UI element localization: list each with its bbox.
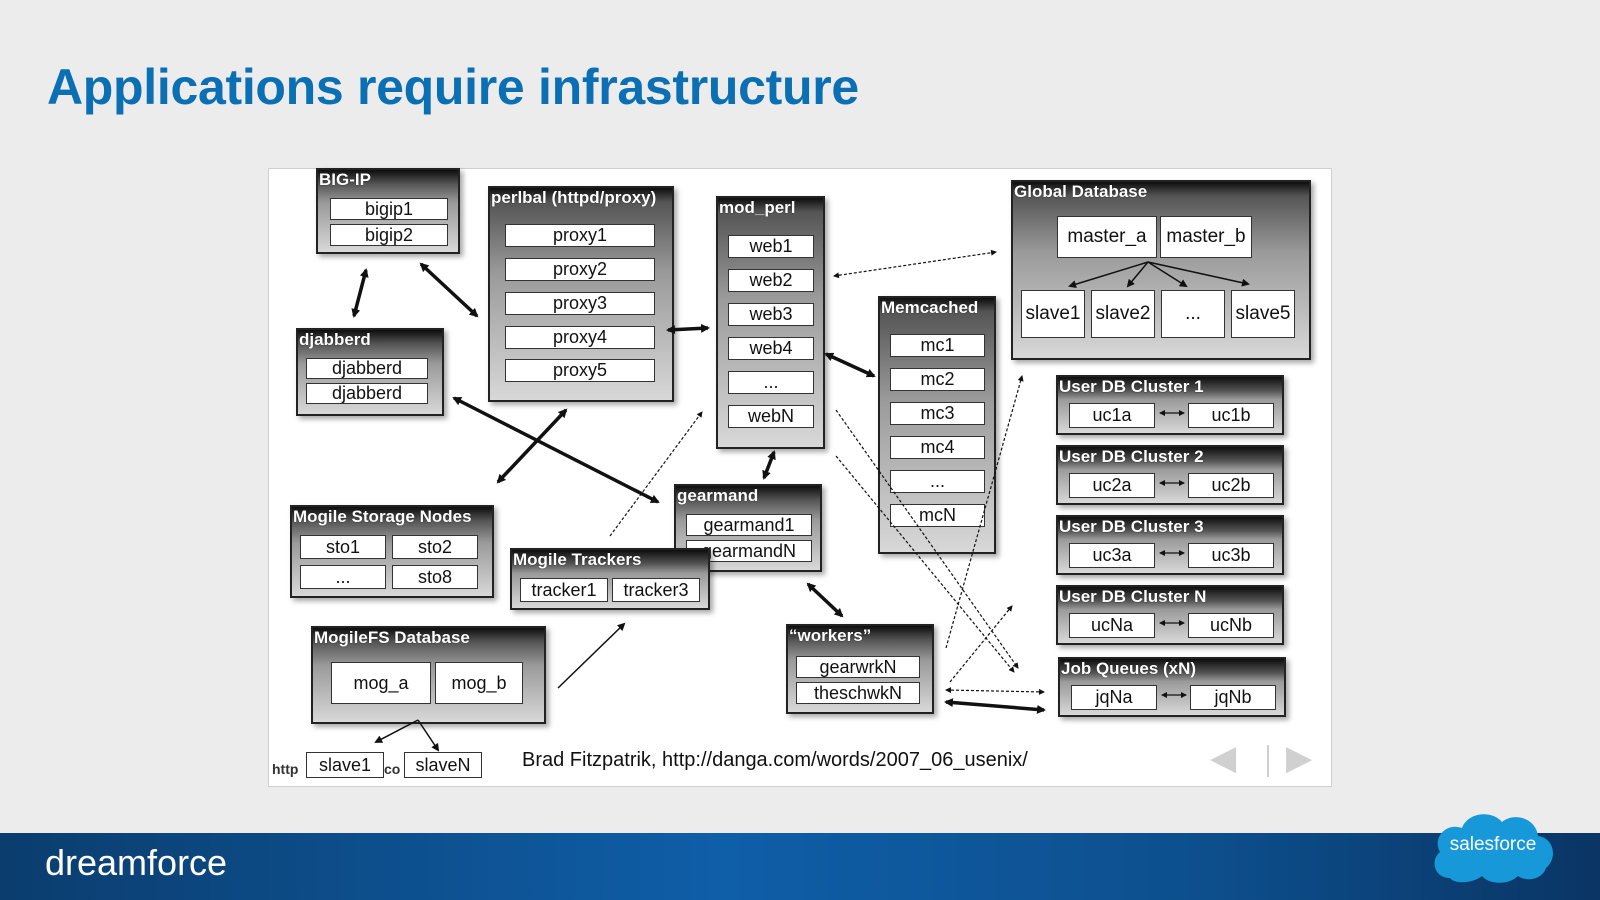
node-box: uc3a (1069, 543, 1155, 568)
node-box: web3 (728, 303, 814, 326)
node-box: gearmand1 (686, 514, 812, 536)
dreamforce-logo: dreamforce (45, 842, 228, 883)
node-box: webN (728, 405, 814, 428)
mogile-storage-group: Mogile Storage Nodes sto1 sto2 ... sto8 (290, 505, 494, 598)
group-title: Mogile Storage Nodes (293, 507, 472, 526)
node-box: proxy5 (505, 359, 655, 382)
node-box: sto1 (300, 535, 386, 559)
node-box: proxy1 (505, 224, 655, 247)
master-box: master_b (1160, 216, 1252, 258)
job-queues-group: Job Queues (xN) jqNa jqNb (1058, 657, 1286, 717)
slide-title: Applications require infrastructure (47, 59, 859, 115)
nav-divider (1267, 745, 1269, 777)
mogilefs-slave-box: slave1 (306, 752, 384, 778)
node-box: ... (890, 470, 985, 493)
node-box: web2 (728, 269, 814, 292)
workers-group: “workers” gearwrkN theschwkN (786, 624, 934, 714)
node-box: proxy2 (505, 258, 655, 281)
group-title: perlbal (httpd/proxy) (491, 188, 657, 207)
group-title: User DB Cluster N (1059, 587, 1207, 606)
node-box: ... (300, 565, 386, 589)
salesforce-cloud-icon (1434, 814, 1553, 883)
group-title: BIG-IP (319, 170, 371, 189)
node-box: gearmandN (686, 540, 812, 562)
node-box: uc1a (1069, 403, 1155, 428)
node-box: gearwrkN (796, 656, 920, 678)
node-box: mog_b (435, 662, 523, 704)
slave-box: slave2 (1091, 290, 1155, 338)
node-box: tracker3 (612, 578, 700, 602)
node-box: jqNa (1071, 685, 1157, 710)
node-box: sto2 (392, 535, 478, 559)
salesforce-logo-text: salesforce (1449, 834, 1537, 855)
modperl-group: mod_perl web1 web2 web3 web4 ... webN (716, 196, 825, 449)
node-box: mc3 (890, 402, 985, 425)
slave-box: slave1 (1021, 290, 1085, 338)
group-title: Memcached (881, 298, 979, 317)
node-box: ... (728, 371, 814, 394)
user-db-cluster-2: User DB Cluster 2 uc2a uc2b (1056, 445, 1284, 505)
perlbal-group: perlbal (httpd/proxy) proxy1 proxy2 prox… (488, 186, 674, 402)
node-box: uc3b (1188, 543, 1274, 568)
group-title: mod_perl (719, 198, 796, 217)
node-box: djabberd (306, 358, 428, 379)
group-title: Global Database (1014, 182, 1148, 201)
citation: Brad Fitzpatrik, http://danga.com/words/… (522, 749, 1028, 771)
user-db-cluster-1: User DB Cluster 1 uc1a uc1b (1056, 375, 1284, 435)
slave-box: slave5 (1231, 290, 1295, 338)
global-database-group: Global Database master_a master_b slave1… (1011, 180, 1311, 360)
group-title: Job Queues (xN) (1061, 659, 1197, 678)
node-box: mc4 (890, 436, 985, 459)
group-title: User DB Cluster 3 (1059, 517, 1204, 536)
node-box: ucNa (1069, 613, 1155, 638)
arrow-right-icon[interactable]: ▶ (1286, 739, 1313, 777)
master-box: master_a (1057, 216, 1157, 258)
node-box: theschwkN (796, 682, 920, 704)
group-title: User DB Cluster 2 (1059, 447, 1204, 466)
group-title: User DB Cluster 1 (1059, 377, 1204, 396)
node-box: bigip1 (330, 198, 448, 220)
url-fragment: co (384, 761, 401, 777)
arrow-left-icon[interactable]: ◀ (1210, 739, 1237, 777)
node-box: ucNb (1188, 613, 1274, 638)
node-box: mc1 (890, 334, 985, 357)
node-box: tracker1 (520, 578, 608, 602)
mogilefs-slave-box: slaveN (404, 752, 482, 778)
slave-box: ... (1161, 290, 1225, 338)
node-box: uc2b (1188, 473, 1274, 498)
node-box: bigip2 (330, 224, 448, 246)
node-box: mog_a (331, 662, 431, 704)
node-box: mc2 (890, 368, 985, 391)
group-title: “workers” (789, 626, 872, 645)
group-title: MogileFS Database (314, 628, 470, 647)
mogilefs-database-group: MogileFS Database mog_a mog_b (311, 626, 546, 724)
node-box: sto8 (392, 565, 478, 589)
node-box: djabberd (306, 383, 428, 404)
node-box: uc2a (1069, 473, 1155, 498)
node-box: mcN (890, 504, 985, 527)
bigip-group: BIG-IP bigip1 bigip2 (316, 168, 460, 254)
group-title: djabberd (299, 330, 371, 349)
group-title: gearmand (677, 486, 759, 505)
mogile-trackers-group: Mogile Trackers tracker1 tracker3 (510, 548, 710, 610)
url-fragment: http (272, 761, 299, 777)
footer-bar (0, 833, 1600, 900)
node-box: web4 (728, 337, 814, 360)
user-db-cluster-n: User DB Cluster N ucNa ucNb (1056, 585, 1284, 645)
node-box: proxy4 (505, 326, 655, 349)
node-box: web1 (728, 235, 814, 258)
node-box: uc1b (1188, 403, 1274, 428)
node-box: jqNb (1190, 685, 1276, 710)
memcached-group: Memcached mc1 mc2 mc3 mc4 ... mcN (878, 296, 996, 554)
group-title: Mogile Trackers (513, 550, 642, 569)
djabberd-group: djabberd djabberd djabberd (296, 328, 444, 416)
user-db-cluster-3: User DB Cluster 3 uc3a uc3b (1056, 515, 1284, 575)
node-box: proxy3 (505, 292, 655, 315)
